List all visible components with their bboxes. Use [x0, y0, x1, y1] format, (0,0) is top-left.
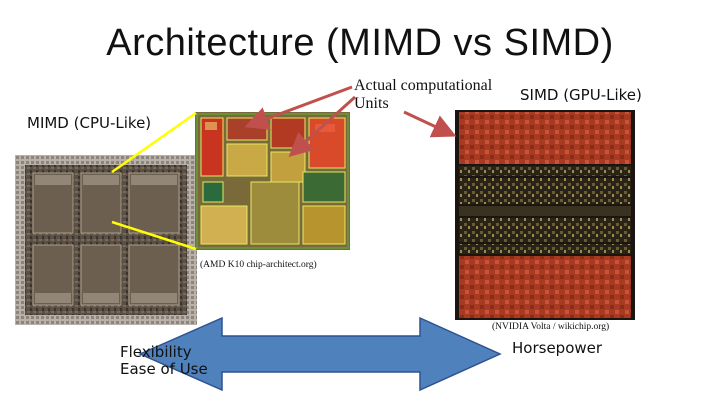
- pointer-arrow-icon: [288, 95, 357, 158]
- connector-top: [111, 111, 197, 174]
- units-line-2: Units: [354, 95, 389, 112]
- nvidia-caption: (NVIDIA Volta / wikichip.org): [492, 322, 610, 332]
- connector-bottom: [111, 220, 197, 251]
- slide-title: Architecture (MIMD vs SIMD): [106, 22, 614, 64]
- horsepower-label: Horsepower: [512, 339, 603, 357]
- flexibility-line-2: Ease of Use: [120, 360, 208, 378]
- amd-caption: (AMD K10 chip-architect.org): [200, 260, 317, 270]
- computational-units-label: Actual computational Units: [354, 77, 492, 113]
- mimd-label: MIMD (CPU-Like): [27, 114, 152, 132]
- simd-label: SIMD (GPU-Like): [520, 86, 642, 104]
- units-line-1: Actual computational: [354, 77, 493, 94]
- core-zoom-image: [195, 112, 350, 250]
- gpu-die-image: [455, 110, 635, 320]
- pointer-arrow-icon: [244, 85, 353, 130]
- pointer-arrow-icon: [403, 110, 457, 138]
- flexibility-label: Flexibility Ease of Use: [120, 344, 208, 378]
- flexibility-line-1: Flexibility: [120, 343, 192, 361]
